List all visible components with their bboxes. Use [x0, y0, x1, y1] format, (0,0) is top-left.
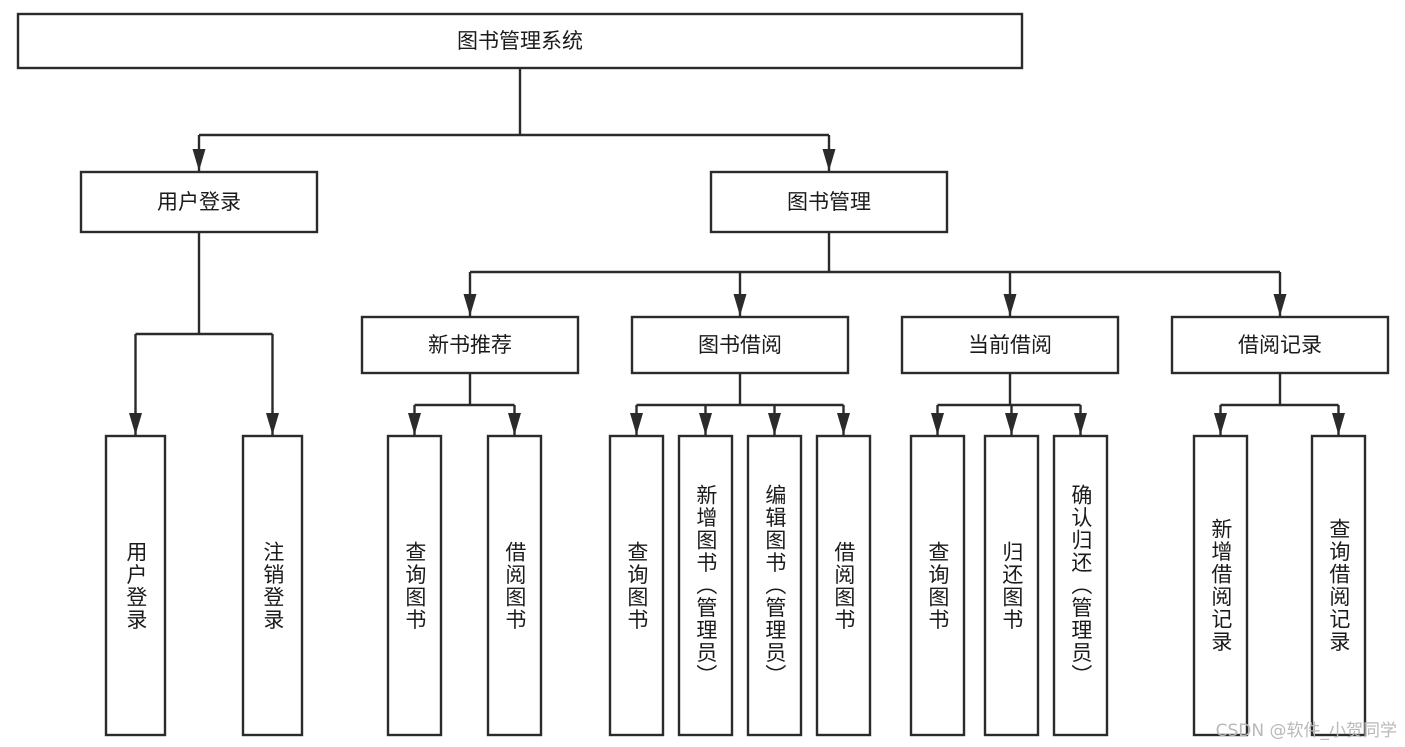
connectors-layer	[129, 68, 1345, 435]
node-label-new-book-rec: 新书推荐	[428, 333, 512, 357]
node-box-leaf-logout[interactable]	[241, 434, 304, 737]
node-box-leaf-user-login[interactable]	[104, 434, 167, 737]
node-label-leaf-logout: 注销登录	[260, 540, 285, 631]
node-box-book-manage[interactable]	[709, 170, 949, 234]
node-label-book-borrow: 图书借阅	[698, 333, 782, 357]
connector-arrowhead	[1332, 413, 1345, 435]
node-box-current-borrow[interactable]	[900, 315, 1120, 375]
node-label-borrow-record: 借阅记录	[1238, 333, 1322, 357]
node-box-leaf-query-book-borrow[interactable]	[608, 434, 665, 737]
node-box-leaf-add-record[interactable]	[1192, 434, 1249, 737]
connector-arrowhead	[266, 413, 279, 435]
connector-arrowhead	[768, 413, 781, 435]
node-label-leaf-edit-book: 编辑图书（管理员）	[762, 484, 787, 687]
node-label-leaf-query-book-rec: 查询图书	[402, 540, 427, 631]
node-box-leaf-borrow-book-rec[interactable]	[486, 434, 543, 737]
connector-arrowhead	[699, 413, 712, 435]
connector-arrowhead	[931, 413, 944, 435]
node-label-leaf-add-record: 新增借阅记录	[1208, 518, 1233, 653]
connector-arrowhead	[192, 149, 206, 171]
node-label-leaf-query-book-borrow: 查询图书	[624, 540, 649, 631]
connector-arrowhead	[129, 413, 142, 435]
node-label-leaf-borrow-book-rec: 借阅图书	[502, 540, 527, 631]
connector-arrowhead	[630, 413, 643, 435]
node-box-borrow-record[interactable]	[1170, 315, 1390, 375]
node-label-leaf-confirm-return: 确认归还（管理员）	[1068, 484, 1093, 687]
connector-arrowhead	[408, 413, 421, 435]
node-label-leaf-add-book: 新增图书（管理员）	[693, 484, 718, 687]
connector-arrowhead	[1003, 294, 1017, 316]
connector-arrowhead	[733, 294, 747, 316]
node-label-leaf-borrow-book: 借阅图书	[831, 540, 856, 631]
connector-arrowhead	[1273, 294, 1287, 316]
node-box-leaf-borrow-book[interactable]	[815, 434, 872, 737]
node-label-root: 图书管理系统	[457, 29, 583, 53]
node-box-book-borrow[interactable]	[630, 315, 850, 375]
connector-arrowhead	[508, 413, 521, 435]
node-label-leaf-query-book-cur: 查询图书	[925, 540, 950, 631]
node-label-leaf-return-book: 归还图书	[999, 540, 1024, 631]
node-box-leaf-confirm-return[interactable]	[1052, 434, 1109, 737]
connector-arrowhead	[1214, 413, 1227, 435]
node-box-new-book-rec[interactable]	[360, 315, 580, 375]
node-box-leaf-edit-book[interactable]	[746, 434, 803, 737]
node-label-current-borrow: 当前借阅	[968, 333, 1052, 357]
node-box-root[interactable]	[16, 12, 1024, 70]
node-box-user-login[interactable]	[79, 170, 319, 234]
connector-arrowhead	[1074, 413, 1087, 435]
csdn-watermark: CSDN @软件_小贺同学	[1215, 721, 1397, 741]
node-label-book-manage: 图书管理	[787, 190, 871, 214]
node-box-leaf-add-book[interactable]	[677, 434, 734, 737]
node-label-user-login: 用户登录	[157, 190, 241, 214]
node-box-leaf-query-book-rec[interactable]	[386, 434, 443, 737]
node-box-leaf-return-book[interactable]	[983, 434, 1040, 737]
connector-arrowhead	[463, 294, 477, 316]
connector-arrowhead	[837, 413, 850, 435]
node-label-leaf-query-record: 查询借阅记录	[1326, 518, 1351, 653]
node-label-leaf-user-login: 用户登录	[123, 540, 148, 631]
node-box-leaf-query-book-cur[interactable]	[909, 434, 966, 737]
connector-arrowhead	[822, 149, 836, 171]
node-box-leaf-query-record[interactable]	[1310, 434, 1367, 737]
boxes-layer	[16, 12, 1390, 737]
connector-arrowhead	[1005, 413, 1018, 435]
